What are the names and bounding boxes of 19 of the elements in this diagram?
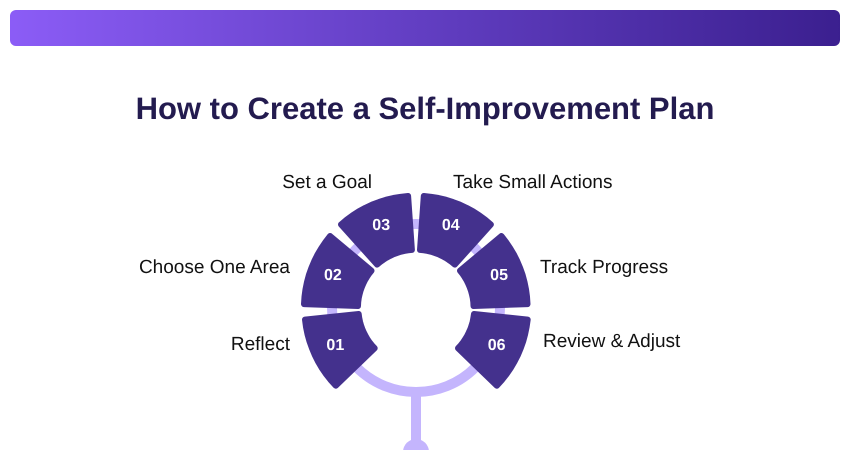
step-label: Set a Goal <box>282 170 372 195</box>
step-number: 04 <box>442 216 460 236</box>
step-label: Choose One Area <box>138 256 290 280</box>
title: How to Create a Self-Improvement Plan <box>134 90 716 128</box>
step-number: 06 <box>488 336 506 356</box>
step-segment <box>416 192 495 269</box>
step-label: Review & Adjust <box>543 330 680 354</box>
step-segment <box>454 310 532 390</box>
step-number: 03 <box>372 216 390 236</box>
step-label: Track Progress <box>540 256 668 280</box>
step-segment <box>337 192 416 269</box>
step-segment <box>300 232 376 310</box>
step-segment <box>300 310 378 390</box>
step-number: 01 <box>326 336 344 356</box>
step-number: 02 <box>324 266 342 286</box>
step-segment <box>456 232 532 310</box>
step-label: Take Small Actions <box>453 170 612 195</box>
step-number: 05 <box>490 266 508 286</box>
step-label: Reflect <box>230 332 290 357</box>
